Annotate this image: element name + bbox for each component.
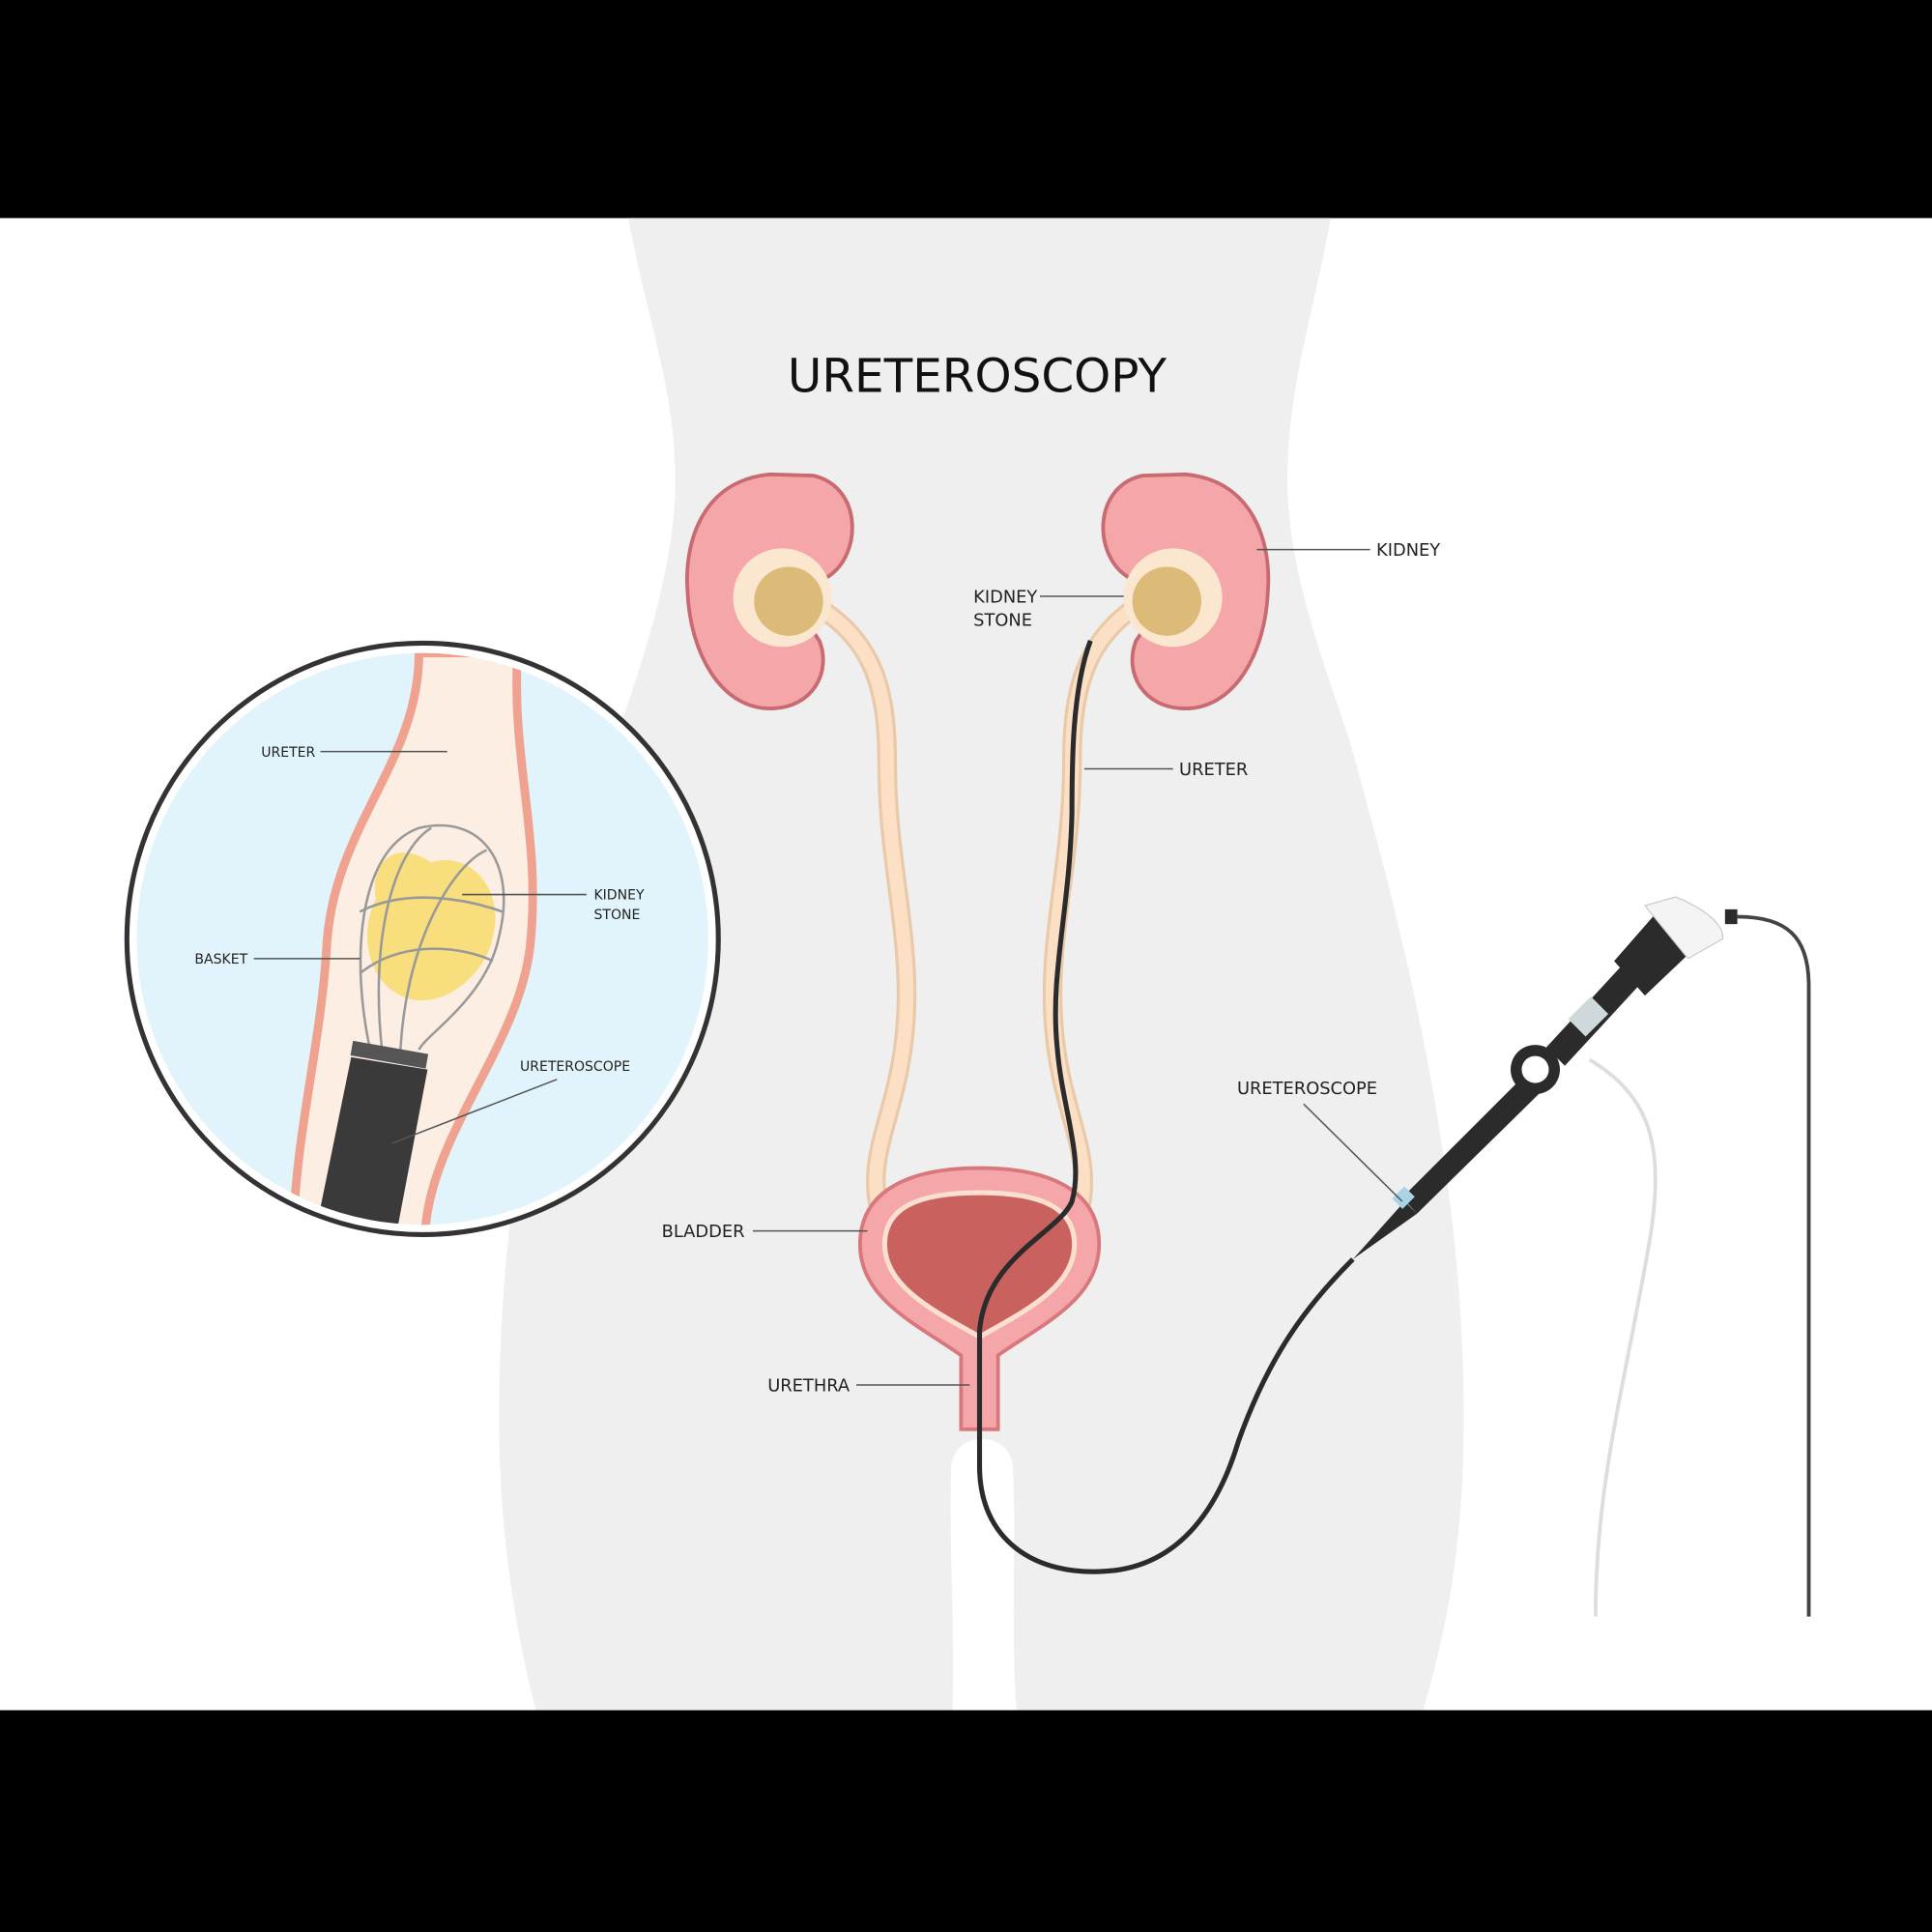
left-kidney <box>685 472 854 710</box>
label-ureteroscope: URETEROSCOPE <box>1237 1079 1377 1099</box>
inset-label-basket: BASKET <box>194 952 247 967</box>
inset-magnified-view: URETER KIDNEY STONE BASKET URETEROSCOPE <box>124 640 721 1237</box>
inset-ureteroscope <box>315 1056 428 1226</box>
label-bladder: BLADDER <box>662 1222 745 1242</box>
ureteroscope-tube <box>976 640 1355 1574</box>
inset-label-kidney-stone-1: KIDNEY <box>593 888 644 904</box>
label-urethra: URETHRA <box>767 1375 851 1396</box>
inset-kidney-stone <box>367 852 496 1001</box>
basket <box>359 823 505 1051</box>
label-kidney-stone-2: STONE <box>973 611 1032 631</box>
ureteroscope-device <box>1352 896 1811 1617</box>
inset-label-ureteroscope: URETEROSCOPE <box>520 1059 630 1075</box>
label-kidney: KIDNEY <box>1376 540 1440 561</box>
page-title: URETEROSCOPY <box>788 349 1168 403</box>
label-kidney-stone-1: KIDNEY <box>973 587 1037 607</box>
label-ureter: URETER <box>1179 760 1248 780</box>
kidney-stone <box>1132 566 1202 636</box>
inset-label-ureter: URETER <box>261 745 315 761</box>
right-kidney <box>1101 472 1271 710</box>
inset-label-kidney-stone-2: STONE <box>593 908 640 923</box>
kidney-stone <box>754 566 823 636</box>
